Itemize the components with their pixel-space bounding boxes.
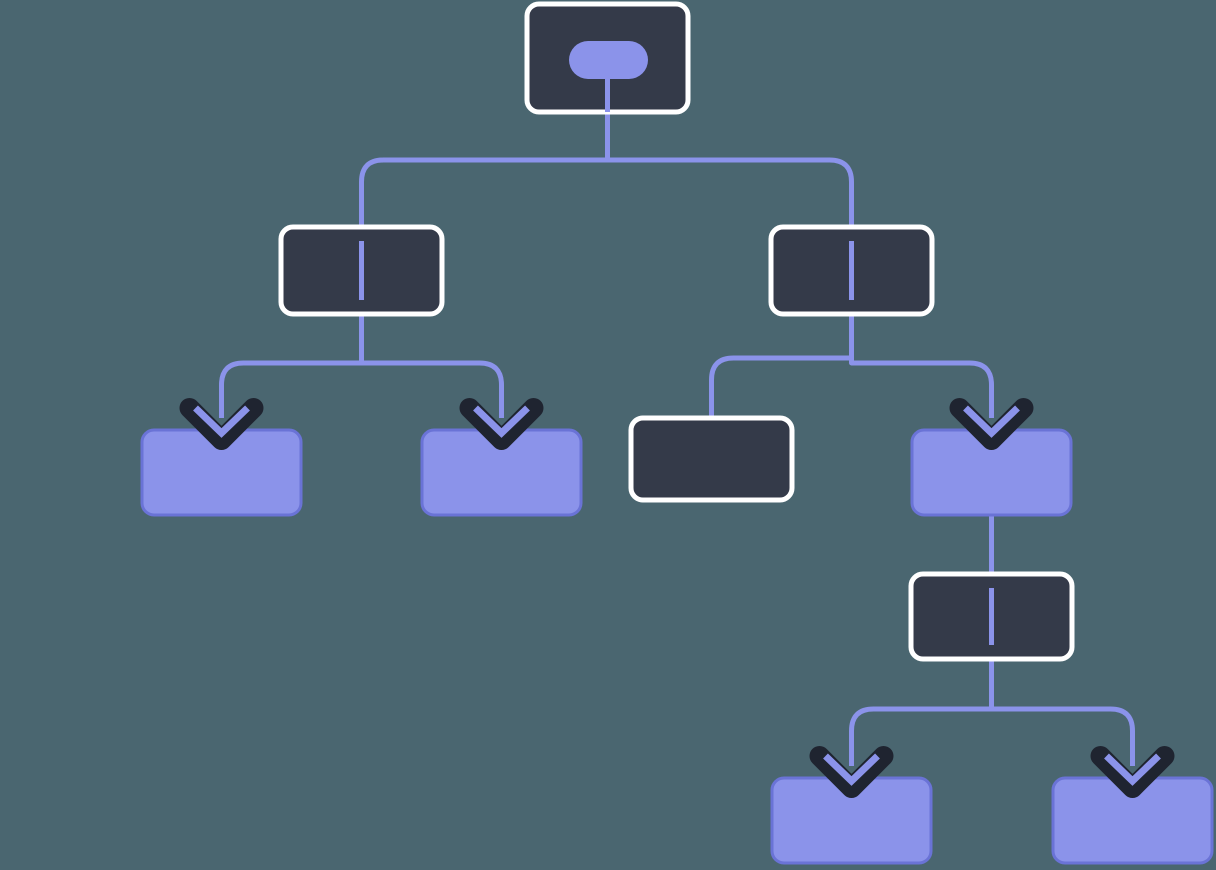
connector-e-left-b (359, 314, 504, 418)
connector-e-right-c (709, 314, 854, 418)
arrowhead-icon (459, 398, 544, 450)
node-box[interactable] (628, 415, 795, 503)
node-pill-badge (569, 41, 648, 79)
node-layer (140, 1, 1214, 865)
arrowhead-layer (179, 398, 1175, 798)
connector-e-right-d (849, 314, 994, 418)
connector-e-left-a (219, 314, 364, 418)
connector-e-root-right (605, 112, 854, 227)
through-line-layer (359, 241, 994, 645)
connector-layer (219, 112, 1135, 766)
node-n-root[interactable] (524, 1, 691, 115)
connector-e-l3-b (989, 659, 1135, 766)
arrowhead-icon (809, 746, 894, 798)
connector-e-root-left (359, 112, 610, 227)
node-n-l2-c[interactable] (628, 415, 795, 503)
connector-e-l3-a (849, 659, 994, 766)
arrowhead-icon (949, 398, 1034, 450)
arrowhead-icon (179, 398, 264, 450)
arrowhead-icon (1090, 746, 1175, 798)
